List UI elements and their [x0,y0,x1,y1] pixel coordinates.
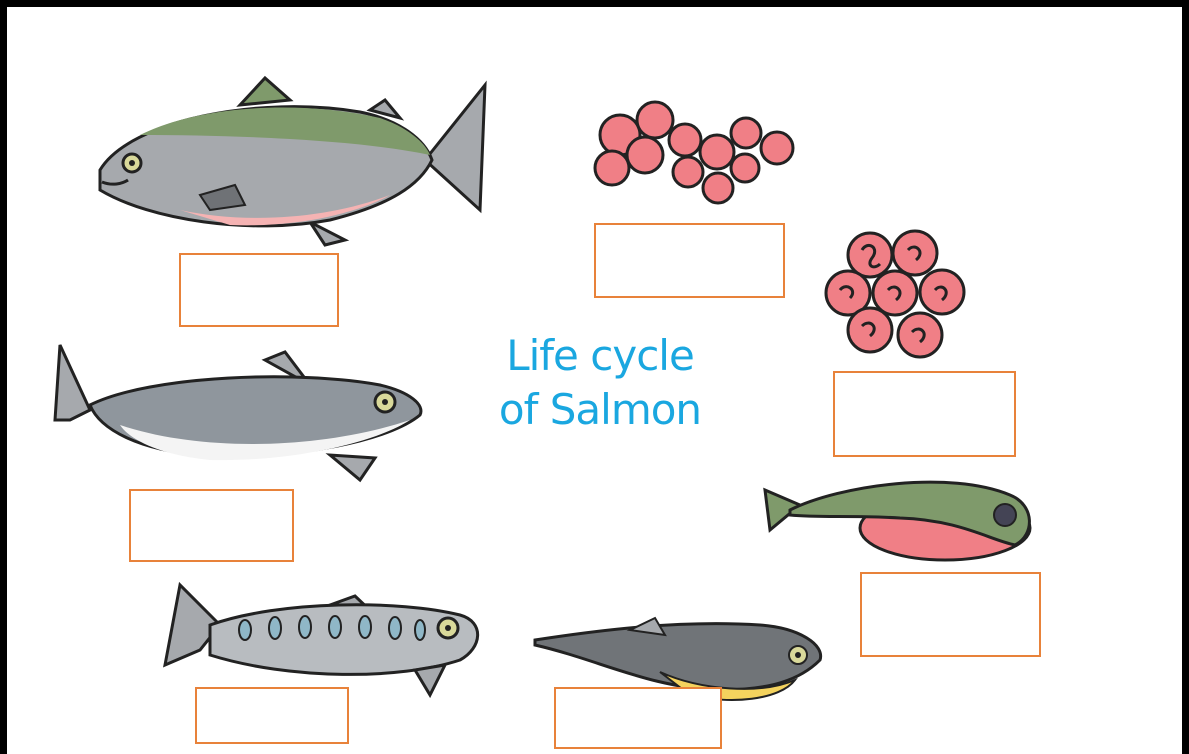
alevin-illustration [765,482,1030,560]
diagram-canvas: Life cycle of Salmon [7,7,1182,754]
label-box-smolt[interactable] [129,489,294,562]
eggs-illustration [595,102,793,203]
eyed-eggs-illustration [826,231,964,357]
label-box-adult-salmon[interactable] [179,253,339,327]
label-box-fry[interactable] [554,687,722,749]
title-line-1: Life cycle [445,329,755,383]
adult-salmon-illustration [100,78,485,245]
label-box-parr[interactable] [195,687,349,744]
label-box-eyed-eggs[interactable] [833,371,1016,457]
diagram-title: Life cycle of Salmon [445,329,755,479]
parr-illustration [165,585,478,695]
title-line-2: of Salmon [445,383,755,437]
label-box-alevin[interactable] [860,572,1041,657]
label-box-eggs[interactable] [594,223,785,298]
smolt-illustration [55,345,421,480]
